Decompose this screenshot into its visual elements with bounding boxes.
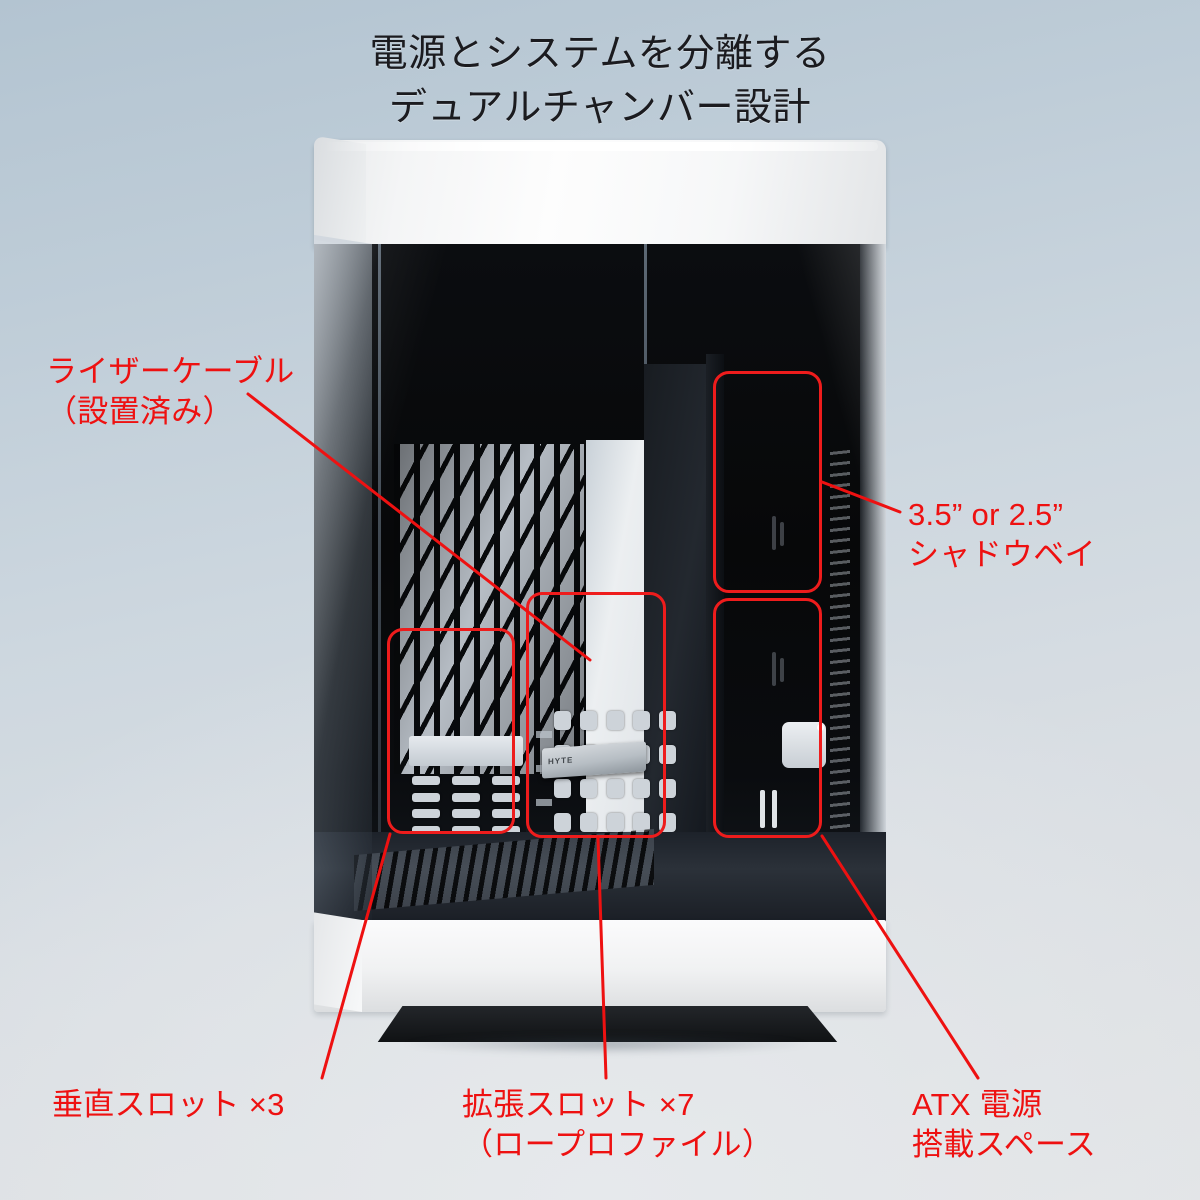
shadow-bay-region [728, 484, 836, 704]
slot [412, 809, 440, 819]
bracket-cap-plate [409, 736, 523, 766]
slot [492, 776, 520, 785]
highlight-box-shadow-bay [713, 371, 822, 593]
slot [492, 809, 520, 819]
leader-vertical-slots [320, 832, 392, 1080]
highlight-box-expansion-slots [526, 592, 666, 838]
expansion-slot-row [554, 813, 676, 833]
leader-shadow-bay [820, 480, 902, 514]
case-top-panel [314, 140, 886, 248]
slot [452, 825, 480, 835]
psu-mount-bar [760, 790, 765, 828]
slot [412, 792, 440, 802]
bay-slot-mark [772, 652, 776, 686]
leader-riser-cable [246, 392, 592, 662]
slot [492, 825, 520, 835]
annotation-label-vertical-slots: 垂直スロット ×3 [52, 1087, 285, 1122]
annotation-label-psu-space: ATX 電源 搭載スペース [912, 1087, 1097, 1163]
leader-psu [820, 834, 980, 1080]
page-title: 電源とシステムを分離する デュアルチャンバー設計 [369, 33, 831, 129]
slot [452, 809, 480, 819]
annotation-label-shadow-bay: 3.5” or 2.5” シャドウベイ [908, 497, 1096, 573]
slot [452, 792, 480, 802]
annotation-label-riser-cable: ライザーケーブル （設置済み） [46, 354, 295, 430]
cable-channel-column [644, 364, 706, 924]
slot [412, 776, 440, 785]
interior-white-wall [586, 440, 644, 880]
slot [452, 776, 480, 785]
highlight-box-psu [713, 598, 822, 838]
annotation-label-expansion-slots: 拡張スロット ×7 （ロープロファイル） [462, 1087, 774, 1163]
glass-right-edge [860, 244, 886, 924]
leader-expansion-slots [596, 836, 608, 1080]
bay-slot-mark [780, 658, 784, 682]
slot [492, 792, 520, 802]
slot [412, 825, 440, 835]
psu-mount-bar [772, 790, 777, 828]
bay-slot-mark [780, 522, 784, 546]
bay-slot-mark [772, 516, 776, 550]
highlight-box-vertical-slots [387, 628, 515, 834]
